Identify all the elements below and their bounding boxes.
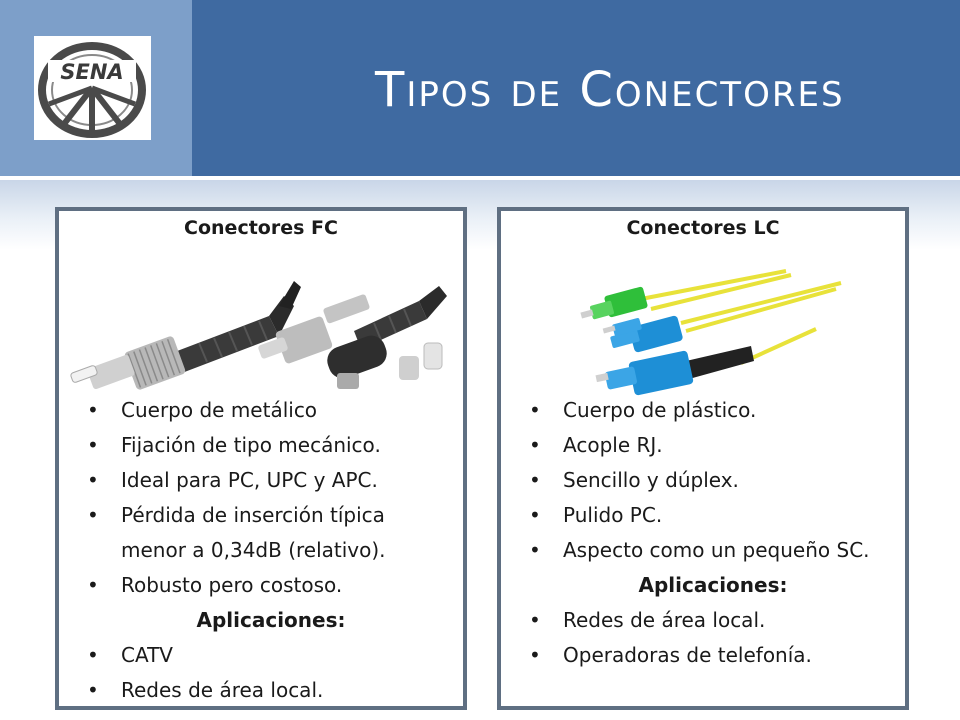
list-item: CATV <box>59 638 463 673</box>
list-item: Pérdida de inserción típica menor a 0,34… <box>59 498 463 568</box>
page-title: Tipos de Conectores <box>375 62 845 118</box>
list-item: Pulido PC. <box>501 498 905 533</box>
list-item: Redes de área local. <box>59 673 463 708</box>
list-item: Ideal para PC, UPC y APC. <box>59 463 463 498</box>
lc-connector-green <box>580 286 648 320</box>
fc-connector-assembled <box>70 281 301 390</box>
card-title: Conectores LC <box>626 217 780 239</box>
applications-heading: Aplicaciones: <box>196 608 346 632</box>
lc-connector-photo <box>511 261 896 401</box>
list-item: Cuerpo de plástico. <box>501 393 905 428</box>
list-item: Aspecto como un pequeño SC. <box>501 533 905 568</box>
fiber-cables <box>640 269 842 365</box>
list-item: Redes de área local. <box>501 603 905 638</box>
lc-feature-list: Cuerpo de plástico. Acople RJ. Sencillo … <box>501 393 905 673</box>
fc-connector-parts <box>258 286 447 389</box>
applications-heading: Aplicaciones: <box>638 573 788 597</box>
list-item: Acople RJ. <box>501 428 905 463</box>
fc-feature-list: Cuerpo de metálico Fijación de tipo mecá… <box>59 393 463 708</box>
fc-connector-photo <box>69 261 454 401</box>
list-item: Cuerpo de metálico <box>59 393 463 428</box>
card-title: Conectores FC <box>184 217 338 239</box>
list-item: Fijación de tipo mecánico. <box>59 428 463 463</box>
card-fc-connectors: Conectores FC <box>55 207 467 710</box>
header-divider <box>0 176 960 180</box>
logo-text: SENA <box>60 60 123 84</box>
list-item: Operadoras de telefonía. <box>501 638 905 673</box>
lc-connector-blue-simplex <box>595 346 754 396</box>
lc-connector-blue-duplex <box>602 315 683 353</box>
card-lc-connectors: Conectores LC <box>497 207 909 710</box>
list-item: Sencillo y dúplex. <box>501 463 905 498</box>
sena-logo: SENA <box>34 36 151 140</box>
list-item: Robusto pero costoso. <box>59 568 463 603</box>
